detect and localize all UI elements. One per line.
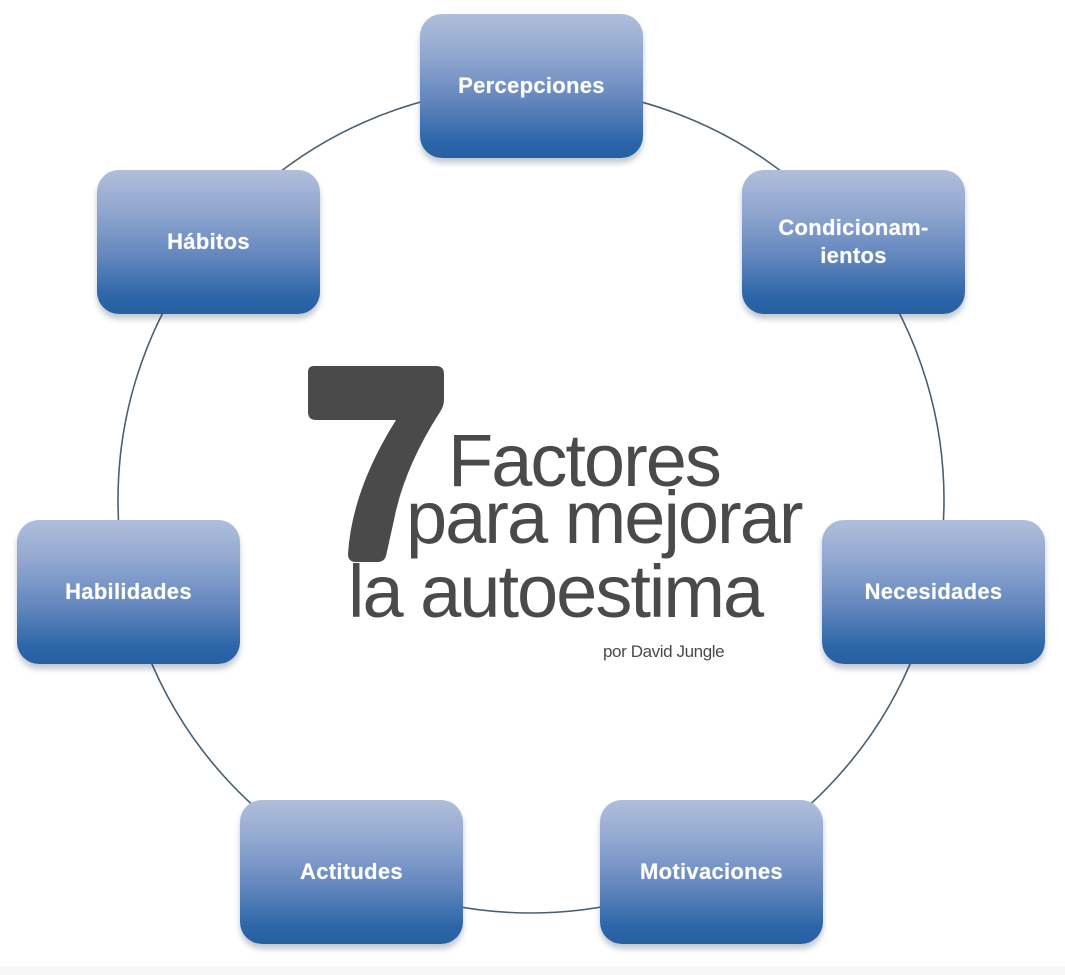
author-credit: por David Jungle [603, 642, 725, 661]
bottom-band [0, 966, 1065, 975]
node-label: Actitudes [300, 859, 403, 884]
node-habitos: Hábitos [97, 170, 320, 314]
node-habilidades: Habilidades [17, 520, 240, 664]
node-label: Condicionam- ientos [778, 215, 929, 268]
node-label: Hábitos [167, 229, 250, 254]
seven-glyph [308, 366, 444, 562]
title-number-seven [308, 366, 444, 562]
node-necesidades: Necesidades [822, 520, 1045, 664]
node-label: Percepciones [458, 73, 605, 98]
node-percepciones: Percepciones [420, 14, 643, 158]
title-line-para-mejorar: para mejorar [406, 476, 804, 559]
node-condicionamientos: Condicionam- ientos [742, 170, 965, 314]
node-actitudes: Actitudes [240, 800, 463, 944]
node-label: Necesidades [864, 579, 1003, 604]
title-line-autoestima: la autoestima [348, 550, 764, 633]
title-line-factores: Factores [448, 419, 722, 502]
node-label: Motivaciones [640, 859, 783, 884]
node-motivaciones: Motivaciones [600, 800, 823, 944]
node-label: Habilidades [65, 579, 192, 604]
